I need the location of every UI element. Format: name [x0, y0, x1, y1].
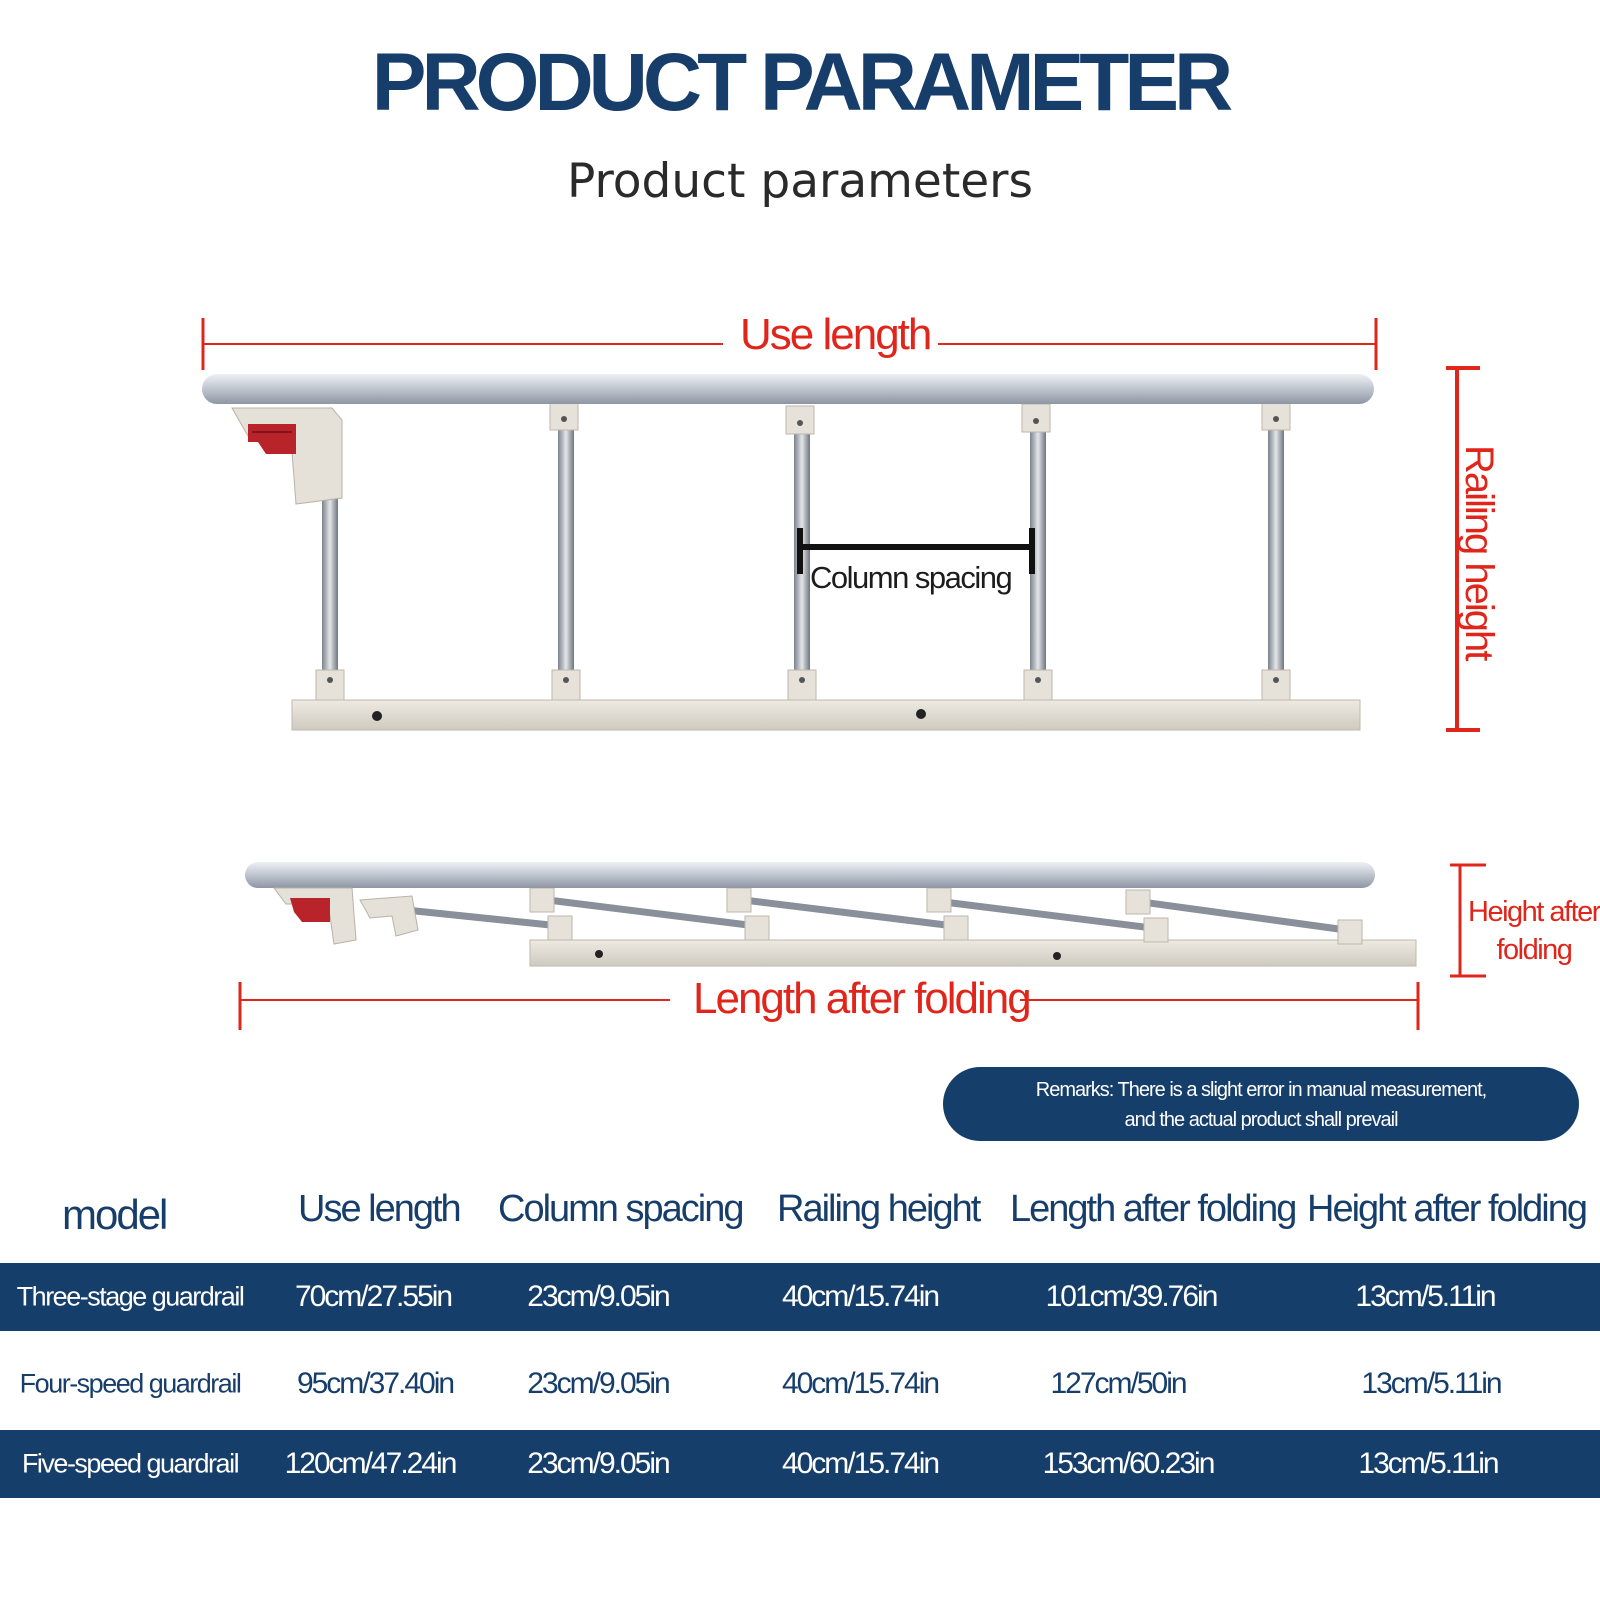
spec-table-header: model Use length Column spacing Railing …	[0, 1180, 1600, 1240]
table-row: Five-speed guardrail 120cm/47.24in 23cm/…	[0, 1430, 1600, 1498]
height-after-folding-dimension	[1450, 863, 1486, 978]
height-after-folding-label-line2: folding	[1496, 934, 1572, 966]
cell-railing-height: 40cm/15.74in	[781, 1367, 940, 1400]
cell-railing-height: 40cm/15.74in	[781, 1280, 940, 1313]
cell-use-length: 120cm/47.24in	[284, 1447, 458, 1480]
cell-height-after-folding: 13cm/5.11in	[1361, 1367, 1502, 1400]
length-after-folding-dimension	[238, 982, 1420, 1030]
cell-model: Three-stage guardrail	[16, 1281, 245, 1312]
header-height-after-folding: Height after folding	[1307, 1188, 1588, 1230]
cell-length-after-folding: 101cm/39.76in	[1045, 1280, 1219, 1313]
use-length-label: Use length	[740, 310, 932, 359]
column-spacing-marker	[797, 528, 1035, 574]
cell-model: Five-speed guardrail	[21, 1448, 240, 1479]
cell-column-spacing: 23cm/9.05in	[527, 1447, 670, 1480]
height-after-folding-label-line1: Height after	[1468, 896, 1600, 928]
header-length-after-folding: Length after folding	[1010, 1188, 1297, 1230]
page-title: PRODUCT PARAMETER	[371, 37, 1233, 128]
header-column-spacing: Column spacing	[498, 1188, 744, 1230]
railing-upright	[202, 374, 1374, 731]
remark-line1: Remarks: There is a slight error in manu…	[1035, 1079, 1487, 1101]
cell-model: Four-speed guardrail	[19, 1368, 242, 1399]
header-railing-height: Railing height	[777, 1188, 981, 1230]
height-after-folding-label: Height after folding	[1468, 893, 1600, 969]
cell-column-spacing: 23cm/9.05in	[527, 1367, 670, 1400]
railing-folded	[245, 862, 1417, 967]
cell-use-length: 95cm/37.40in	[296, 1367, 455, 1400]
cell-use-length: 70cm/27.55in	[294, 1280, 453, 1313]
cell-railing-height: 40cm/15.74in	[781, 1447, 940, 1480]
cell-height-after-folding: 13cm/5.11in	[1355, 1280, 1496, 1313]
header-use-length: Use length	[298, 1188, 462, 1230]
table-row: Four-speed guardrail 95cm/37.40in 23cm/9…	[0, 1348, 1600, 1420]
cell-length-after-folding: 153cm/60.23in	[1042, 1447, 1216, 1480]
railing-height-dimension	[1446, 366, 1480, 732]
column-spacing-label: Column spacing	[810, 560, 1013, 595]
cell-height-after-folding: 13cm/5.11in	[1358, 1447, 1499, 1480]
table-row: Three-stage guardrail 70cm/27.55in 23cm/…	[0, 1263, 1600, 1331]
cell-length-after-folding: 127cm/50in	[1050, 1367, 1187, 1400]
use-length-dimension	[201, 318, 1378, 370]
length-after-folding-label: Length after folding	[693, 974, 1032, 1023]
cell-column-spacing: 23cm/9.05in	[527, 1280, 670, 1313]
remark-banner: Remarks: There is a slight error in manu…	[943, 1067, 1579, 1141]
page-subtitle: Product parameters	[566, 154, 1033, 209]
header-model: model	[62, 1191, 168, 1238]
railing-height-label: Railing height	[1457, 445, 1501, 660]
remark-line2: and the actual product shall prevail	[1124, 1109, 1398, 1131]
